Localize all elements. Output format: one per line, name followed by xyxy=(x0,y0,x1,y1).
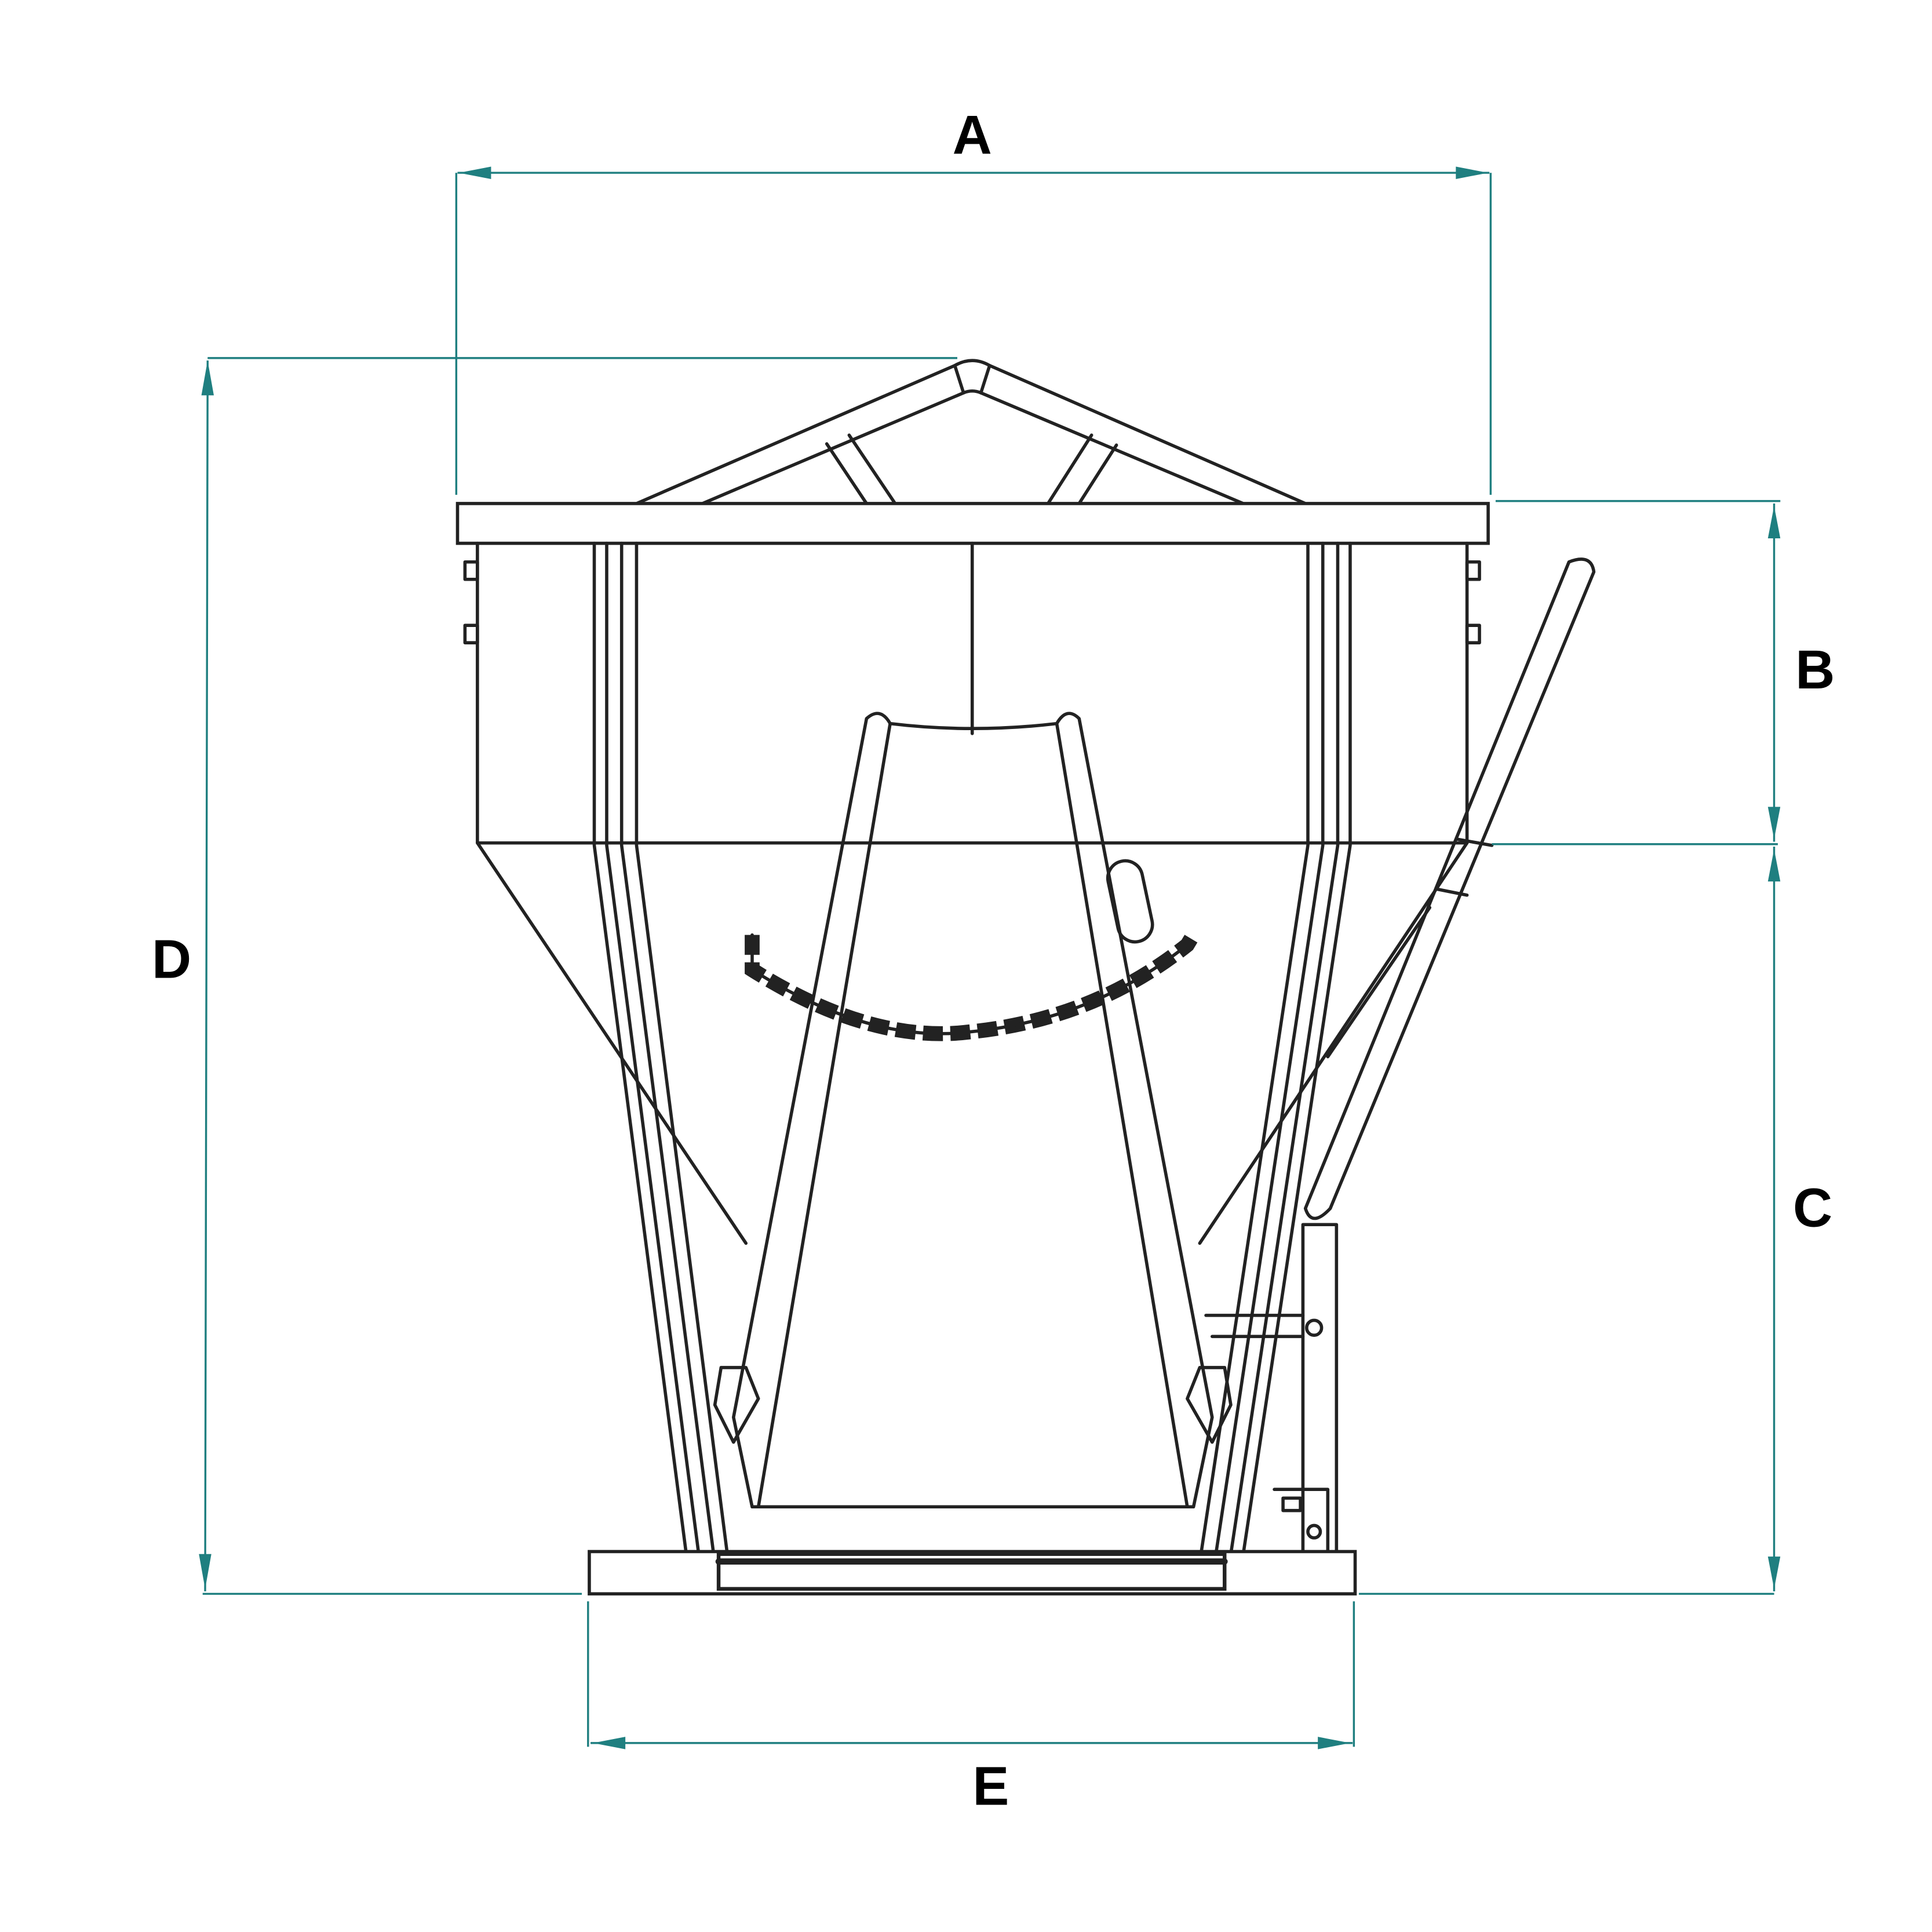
dimension-e: E xyxy=(587,1601,1355,1817)
dimension-label-b: B xyxy=(1795,640,1835,701)
bucket-body xyxy=(463,541,1481,1556)
dimension-d: D xyxy=(152,357,957,1595)
dimension-b: B xyxy=(1492,500,1835,845)
discharge-chute xyxy=(713,712,1233,1509)
dimension-label-c: C xyxy=(1793,1178,1832,1239)
top-rim xyxy=(455,502,1490,545)
release-lever xyxy=(1204,557,1596,1554)
dimension-label-d: D xyxy=(152,929,191,990)
base-frame xyxy=(588,1550,1357,1596)
lifting-frame xyxy=(635,359,1307,505)
dimension-label-e: E xyxy=(972,1756,1009,1817)
dimension-a: A xyxy=(455,105,1492,495)
dimension-c: C xyxy=(1358,847,1832,1595)
dimension-label-a: A xyxy=(953,105,992,166)
